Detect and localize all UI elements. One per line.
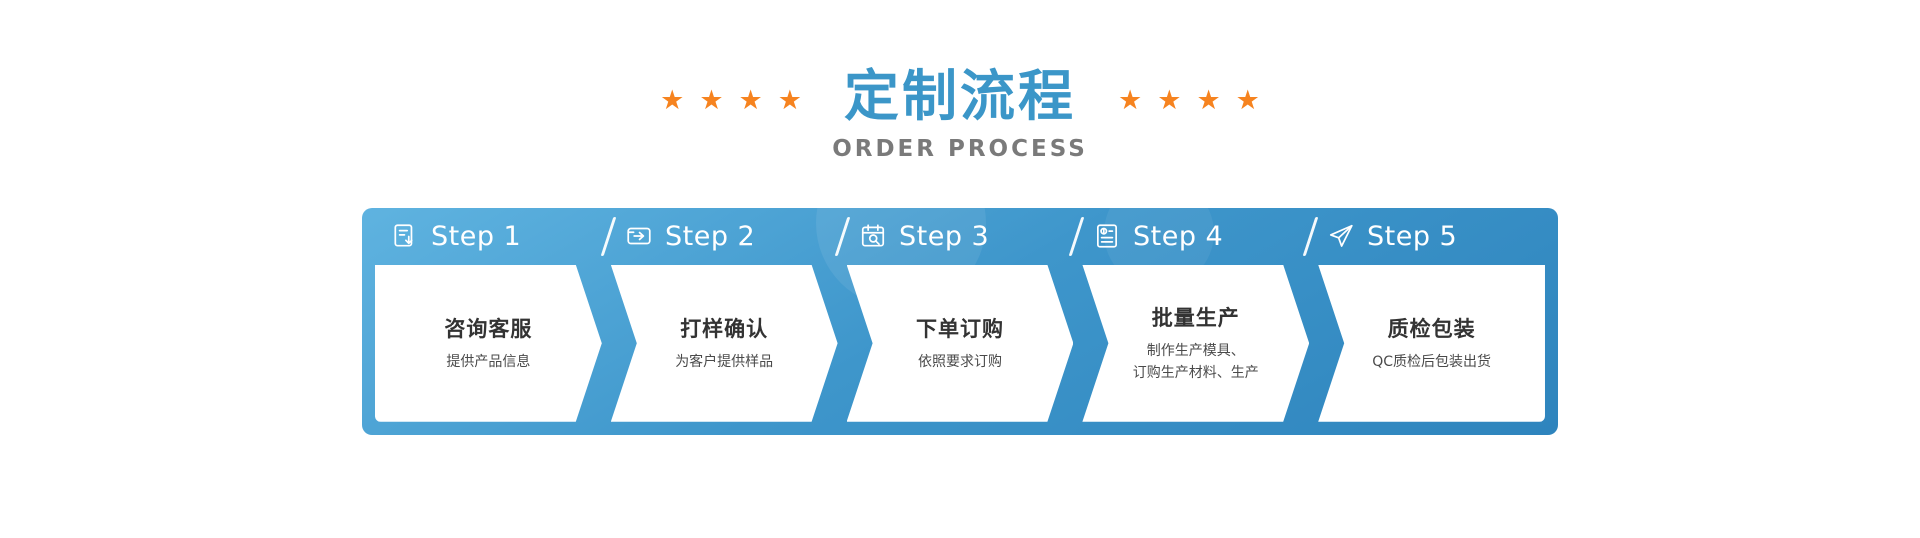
step-title: 咨询客服 [444, 316, 533, 341]
step-panel-3: 下单订购 依照要求订购 [847, 265, 1074, 422]
step-title: 质检包装 [1387, 316, 1476, 341]
stars-left: ★ ★ ★ ★ [660, 83, 802, 114]
title-row: ★ ★ ★ ★ 定制流程 ★ ★ ★ ★ [0, 64, 1920, 128]
desc-line: 订购生产材料、生产 [1132, 364, 1259, 381]
desc-line: 提供产品信息 [446, 353, 531, 370]
page-subtitle: ORDER PROCESS [832, 135, 1088, 162]
process-body: 咨询客服 提供产品信息 打样确认 为客户提供样品 下单订购 依照要求订购 [375, 264, 1545, 422]
star-icon: ★ [660, 85, 685, 117]
step-title: 下单订购 [915, 316, 1004, 341]
step-label: Step 5 [1367, 220, 1458, 252]
hero-section: ★ ★ ★ ★ 定制流程 ★ ★ ★ ★ ORDER PROCESS [0, 0, 1920, 162]
star-icon: ★ [1235, 85, 1260, 117]
order-process-diagram: Step 1 Step 2 [362, 207, 1558, 435]
star-icon: ★ [777, 85, 802, 117]
step-header-1: Step 1 [375, 221, 609, 252]
page-title: 定制流程 [843, 64, 1076, 128]
step-panel-4: 批量生产 制作生产模具、 订购生产材料、生产 [1082, 265, 1309, 422]
calendar-search-icon [859, 222, 887, 250]
step-header-4: Step 4 [1077, 221, 1311, 252]
desc-line: 为客户提供样品 [675, 353, 774, 370]
step-label: Step 3 [899, 220, 990, 252]
invoice-icon [1093, 222, 1121, 250]
star-icon: ★ [1157, 85, 1182, 117]
star-icon: ★ [699, 85, 724, 117]
step-description: 提供产品信息 [446, 352, 530, 374]
desc-line: 制作生产模具、 [1146, 343, 1245, 360]
star-icon: ★ [738, 85, 763, 117]
document-download-icon [391, 222, 419, 250]
star-icon: ★ [1196, 85, 1221, 117]
desc-line: QC质检后包装出货 [1372, 353, 1491, 370]
step-panel-5: 质检包装 QC质检后包装出货 [1318, 264, 1545, 422]
step-panel-2: 打样确认 为客户提供样品 [611, 265, 838, 422]
step-description: QC质检后包装出货 [1372, 352, 1491, 374]
step-header-5: Step 5 [1311, 221, 1545, 252]
process-container: Step 1 Step 2 [362, 207, 1558, 435]
step-label: Step 4 [1133, 220, 1224, 252]
step-header-2: Step 2 [609, 221, 843, 252]
step-label: Step 2 [665, 220, 756, 252]
step-description: 依照要求订购 [918, 352, 1002, 374]
step-header-3: Step 3 [843, 221, 1077, 252]
wallet-transfer-icon [625, 222, 653, 250]
step-title: 打样确认 [680, 316, 769, 341]
step-title: 批量生产 [1151, 306, 1240, 331]
stars-right: ★ ★ ★ ★ [1118, 83, 1260, 114]
step-description: 制作生产模具、 订购生产材料、生产 [1133, 341, 1259, 384]
step-label: Step 1 [431, 220, 522, 252]
star-icon: ★ [1118, 85, 1143, 117]
process-header: Step 1 Step 2 [375, 208, 1545, 265]
desc-line: 依照要求订购 [917, 353, 1002, 370]
step-panel-1: 咨询客服 提供产品信息 [375, 265, 602, 422]
step-description: 为客户提供样品 [675, 352, 773, 374]
paper-plane-icon [1327, 222, 1355, 250]
